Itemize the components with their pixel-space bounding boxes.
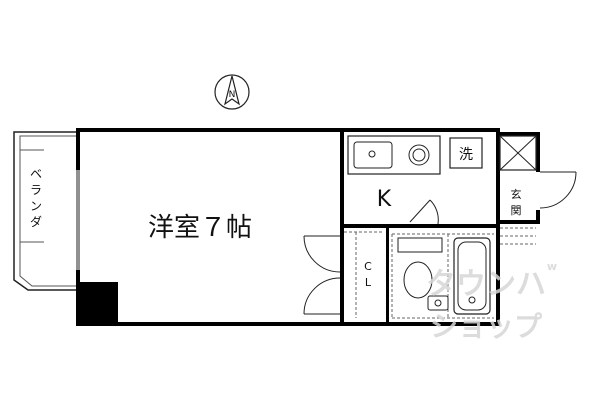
shoe-cabinet: [499, 135, 537, 171]
balcony-char-1: ベ: [30, 167, 42, 181]
north-compass: N: [214, 74, 250, 110]
kitchen-door: [409, 199, 439, 225]
compass-letter: N: [229, 90, 236, 100]
closet-label-bottom: L: [365, 276, 372, 289]
watermark: タウンハ ショップ w: [426, 260, 557, 343]
balcony-char-2: ラ: [30, 183, 42, 197]
washer-space: 洗: [449, 137, 483, 169]
closet-label-top: C: [364, 260, 372, 273]
closet-doors: [303, 235, 341, 315]
bathtub: [453, 237, 491, 315]
entrance-char-2: 関: [511, 204, 522, 217]
kitchen-counter: [347, 135, 441, 175]
western-room-label: 洋室７帖: [148, 213, 252, 243]
washer-label: 洗: [459, 147, 473, 163]
interior-walls: [340, 132, 540, 322]
closet: C L: [344, 231, 384, 318]
toilet-bowl: [403, 261, 433, 299]
wash-basin: [427, 295, 449, 311]
balcony: ベ ラ ン ダ: [13, 131, 76, 291]
balcony-char-3: ン: [30, 199, 42, 213]
pillar: [80, 282, 118, 322]
watermark-small: w: [547, 260, 557, 273]
unit-bath: [391, 233, 494, 319]
entrance-char-1: 玄: [511, 187, 522, 201]
entrance-door: [539, 171, 577, 209]
watermark-line-1: タウンハ: [426, 267, 546, 302]
balcony-char-4: ダ: [30, 214, 42, 229]
toilet-tank: [397, 237, 443, 253]
kitchen-label: K: [377, 187, 392, 212]
watermark-line-2: ショップ: [430, 310, 543, 343]
outer-walls: [76, 128, 500, 326]
entrance: 玄 関: [500, 187, 536, 245]
